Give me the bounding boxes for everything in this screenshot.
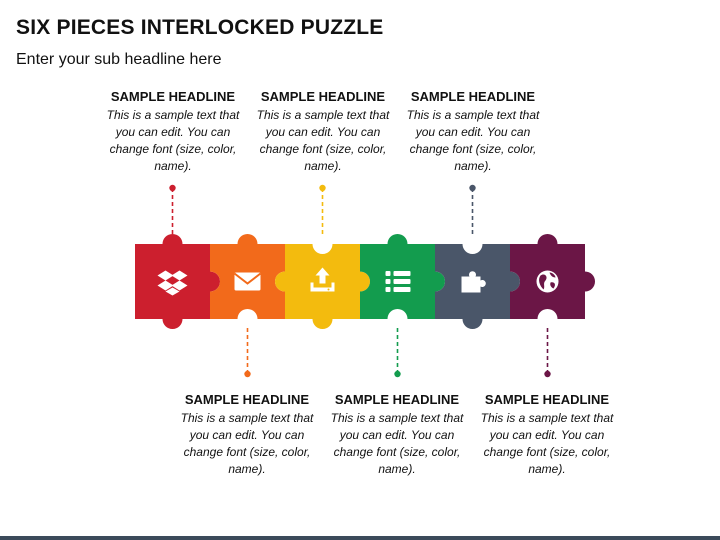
connector-dot: [319, 184, 326, 192]
puzzle-piece-shape: [360, 234, 445, 319]
connector-lines: [169, 184, 551, 378]
puzzle-piece-4: [360, 234, 445, 319]
list-icon: [385, 271, 411, 292]
connector-dot: [169, 184, 176, 192]
connector-6: [544, 328, 551, 378]
text-block-4: SAMPLE HEADLINE This is a sample text th…: [322, 392, 472, 478]
connector-dot: [469, 184, 476, 192]
connector-2: [244, 328, 251, 378]
block-text: This is a sample text that you can edit.…: [180, 411, 314, 476]
block-text: This is a sample text that you can edit.…: [480, 411, 614, 476]
puzzle-icon: [461, 271, 486, 293]
puzzle-piece-shape: [275, 244, 370, 329]
block-headline: SAMPLE HEADLINE: [334, 392, 460, 407]
envelope-icon: [233, 272, 262, 291]
puzzle-row: [135, 234, 595, 329]
page-title: SIX PIECES INTERLOCKED PUZZLE: [16, 16, 384, 39]
puzzle-piece-2: [210, 234, 285, 319]
page-subtitle: Enter your sub headline here: [16, 51, 222, 68]
connector-dot: [394, 370, 401, 378]
connector-1: [169, 184, 176, 236]
block-headline: SAMPLE HEADLINE: [260, 89, 386, 104]
block-text: This is a sample text that you can edit.…: [106, 108, 240, 173]
text-block-1: SAMPLE HEADLINE This is a sample text th…: [98, 89, 248, 175]
block-headline: SAMPLE HEADLINE: [484, 392, 610, 407]
connector-4: [394, 328, 401, 378]
connector-dot: [244, 370, 251, 378]
connector-5: [469, 184, 476, 236]
dropbox-icon: [157, 270, 188, 296]
puzzle-piece-3: [275, 244, 370, 329]
block-text: This is a sample text that you can edit.…: [330, 411, 464, 476]
footer-bar: [0, 536, 720, 540]
puzzle-piece-6: [510, 234, 595, 319]
block-headline: SAMPLE HEADLINE: [410, 89, 536, 104]
puzzle-piece-1: [135, 234, 220, 329]
globe-icon: [536, 270, 559, 293]
block-headline: SAMPLE HEADLINE: [110, 89, 236, 104]
text-block-6: SAMPLE HEADLINE This is a sample text th…: [472, 392, 622, 478]
connector-dot: [544, 370, 551, 378]
connector-3: [319, 184, 326, 236]
upload-icon: [310, 267, 335, 292]
puzzle-piece-5: [435, 244, 520, 329]
block-text: This is a sample text that you can edit.…: [256, 108, 390, 173]
puzzle-piece-shape: [135, 234, 220, 329]
text-block-3: SAMPLE HEADLINE This is a sample text th…: [248, 89, 398, 175]
block-headline: SAMPLE HEADLINE: [184, 392, 310, 407]
text-block-5: SAMPLE HEADLINE This is a sample text th…: [398, 89, 548, 175]
text-block-2: SAMPLE HEADLINE This is a sample text th…: [172, 392, 322, 478]
block-text: This is a sample text that you can edit.…: [406, 108, 540, 173]
